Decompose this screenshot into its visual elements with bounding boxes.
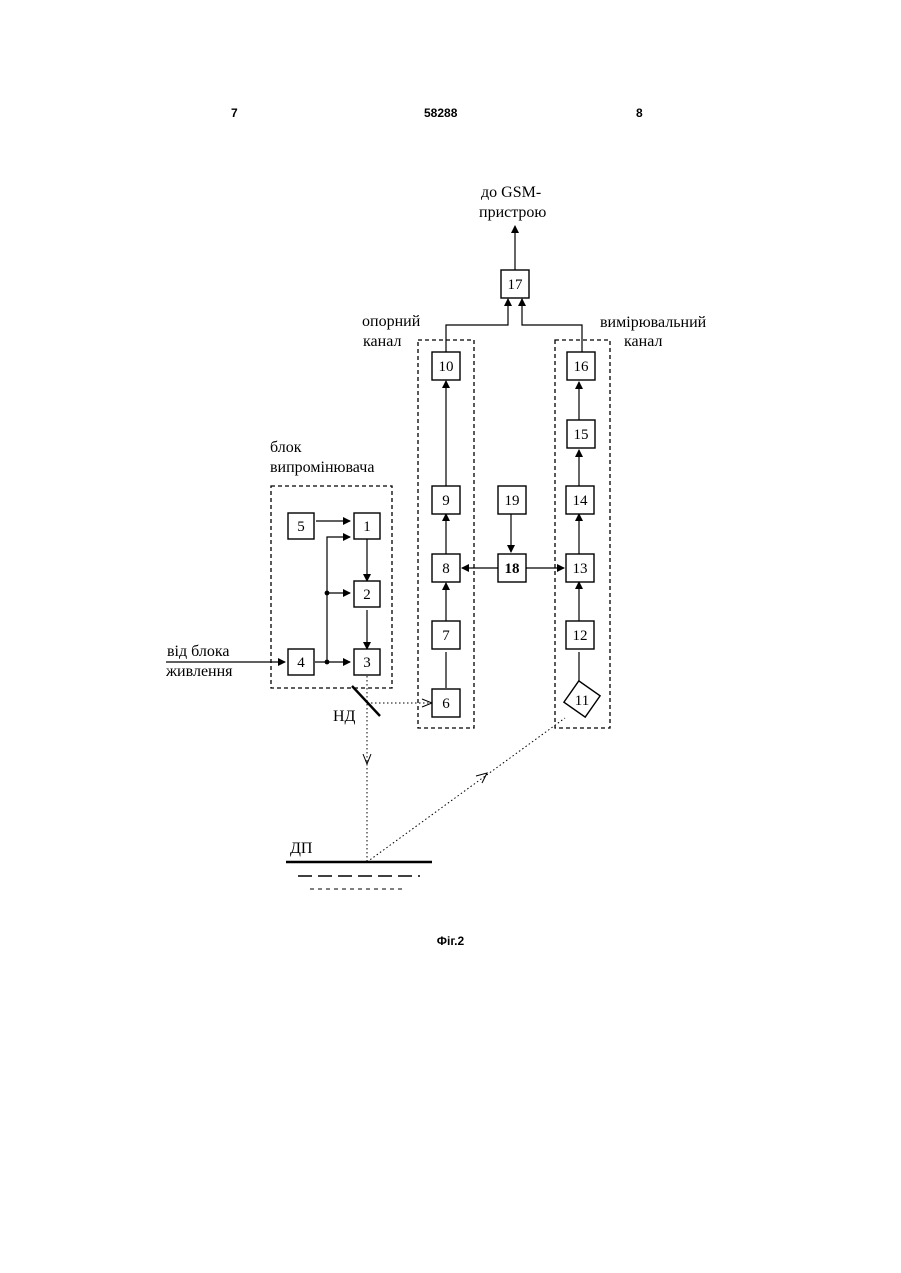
reference-channel-label-line2: канал bbox=[363, 333, 401, 350]
beam-splitter-mirror bbox=[352, 686, 380, 716]
block-14: 14 bbox=[566, 486, 594, 514]
block-17: 17 bbox=[501, 270, 529, 298]
svg-text:8: 8 bbox=[442, 561, 450, 577]
block-5: 5 bbox=[288, 513, 314, 539]
block-8: 8 bbox=[432, 554, 460, 582]
svg-text:13: 13 bbox=[573, 561, 588, 577]
measuring-channel-frame bbox=[555, 340, 610, 728]
svg-text:6: 6 bbox=[442, 696, 450, 712]
block-4: 4 bbox=[288, 649, 314, 675]
svg-text:7: 7 bbox=[442, 628, 450, 644]
figure-caption: Фіг.2 bbox=[0, 934, 901, 948]
svg-text:5: 5 bbox=[297, 519, 305, 535]
power-label-line1: від блока bbox=[167, 643, 230, 660]
block-2: 2 bbox=[354, 581, 380, 607]
emitter-unit-label-line1: блок bbox=[270, 439, 302, 456]
splitter-label: НД bbox=[333, 708, 356, 725]
block-19: 19 bbox=[498, 486, 526, 514]
gsm-label-line1: до GSM- bbox=[481, 184, 541, 201]
block-7: 7 bbox=[432, 621, 460, 649]
svg-text:15: 15 bbox=[574, 427, 589, 443]
svg-text:10: 10 bbox=[439, 359, 454, 375]
reference-channel-label-line1: опорний bbox=[362, 313, 421, 330]
measuring-channel-label-line1: вимірювальний bbox=[600, 314, 707, 331]
svg-text:12: 12 bbox=[573, 628, 588, 644]
svg-text:18: 18 bbox=[505, 561, 520, 577]
surface bbox=[286, 862, 432, 889]
block-3: 3 bbox=[354, 649, 380, 675]
block-11: 11 bbox=[564, 681, 600, 717]
block-6: 6 bbox=[432, 689, 460, 717]
optical-paths bbox=[363, 676, 565, 862]
svg-text:11: 11 bbox=[575, 693, 589, 709]
block-18: 18 bbox=[498, 554, 526, 582]
block-1: 1 bbox=[354, 513, 380, 539]
surface-label: ДП bbox=[290, 840, 313, 857]
power-label-line2: живлення bbox=[165, 663, 233, 680]
block-12: 12 bbox=[566, 621, 594, 649]
svg-text:2: 2 bbox=[363, 587, 371, 603]
block-15: 15 bbox=[567, 420, 595, 448]
block-10: 10 bbox=[432, 352, 460, 380]
svg-text:3: 3 bbox=[363, 655, 371, 671]
svg-text:19: 19 bbox=[505, 493, 520, 509]
block-13: 13 bbox=[566, 554, 594, 582]
block-16: 16 bbox=[567, 352, 595, 380]
emitter-unit-label-line2: випромінювача bbox=[270, 459, 374, 476]
svg-text:14: 14 bbox=[573, 493, 589, 509]
svg-text:1: 1 bbox=[363, 519, 371, 535]
block-9: 9 bbox=[432, 486, 460, 514]
svg-text:16: 16 bbox=[574, 359, 590, 375]
svg-text:4: 4 bbox=[297, 655, 305, 671]
measuring-channel-label-line2: канал bbox=[624, 333, 662, 350]
gsm-label-line2: пристрою bbox=[479, 204, 546, 221]
svg-text:17: 17 bbox=[508, 277, 524, 293]
svg-text:9: 9 bbox=[442, 493, 450, 509]
